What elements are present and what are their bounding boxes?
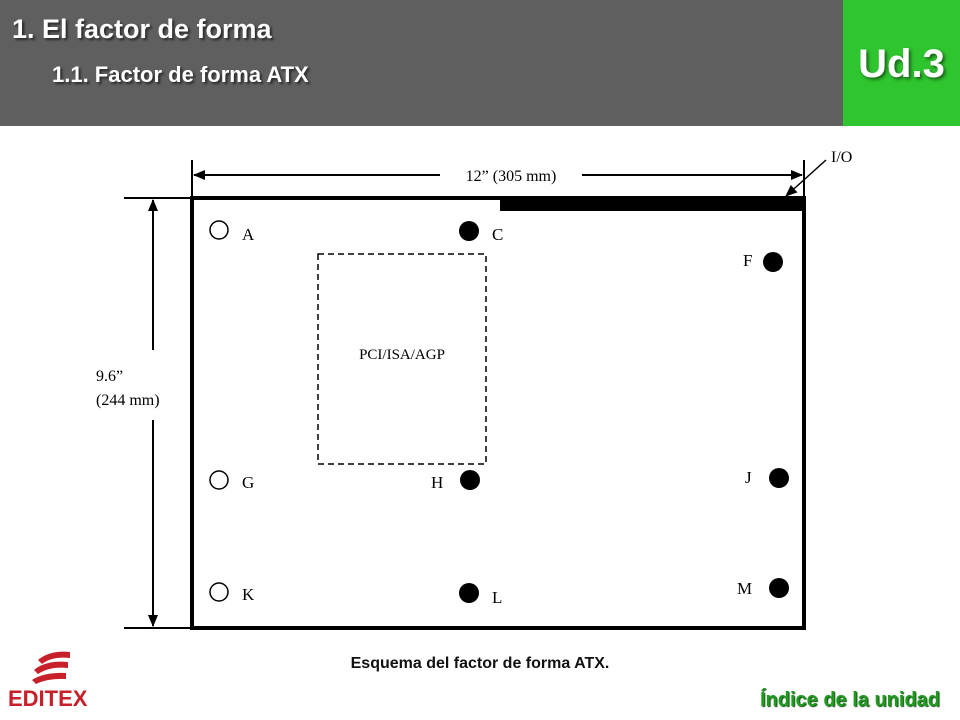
hole-label-m: M xyxy=(737,579,752,598)
hole-label-k: K xyxy=(242,585,255,604)
expansion-slot-label: PCI/ISA/AGP xyxy=(359,347,445,363)
hole-label-h: H xyxy=(431,473,443,492)
hole-label-c: C xyxy=(492,225,503,244)
width-label: 12” (305 mm) xyxy=(466,168,557,185)
mounting-hole-j xyxy=(769,468,789,488)
slide-subtitle: 1.1. Factor de forma ATX xyxy=(52,62,309,87)
atx-diagram: 12” (305 mm) I/O 9.6” (244 mm) PCI/ISA/A… xyxy=(96,149,852,630)
hole-label-j: J xyxy=(745,468,752,487)
slide-title: 1. El factor de forma xyxy=(12,14,272,44)
figure-caption: Esquema del factor de forma ATX. xyxy=(350,655,610,672)
board-outline xyxy=(190,196,806,630)
mounting-hole-g xyxy=(209,470,229,490)
height-label-line2: (244 mm) xyxy=(96,392,160,409)
hole-label-f: F xyxy=(743,251,752,270)
mounting-hole-a xyxy=(209,220,229,240)
height-label-line1: 9.6” xyxy=(96,368,123,385)
editex-logo-mark xyxy=(32,651,70,684)
unit-label: Ud.3 xyxy=(858,42,945,86)
editex-logo: EDITEX xyxy=(8,648,104,714)
hole-label-g: G xyxy=(242,473,254,492)
mounting-hole-f xyxy=(763,252,783,272)
unit-index-link[interactable]: Índice de la unidad xyxy=(759,689,940,711)
io-label: I/O xyxy=(831,149,852,166)
mounting-hole-k xyxy=(209,582,229,602)
editex-logo-text: EDITEX xyxy=(8,686,88,711)
hole-label-l: L xyxy=(492,588,502,607)
unit-badge: Ud.3 xyxy=(843,0,960,126)
slide-header: 1. El factor de forma 1.1. Factor de for… xyxy=(0,0,843,126)
expansion-slot-area xyxy=(317,253,487,465)
io-leader-line xyxy=(785,159,827,197)
hole-label-a: A xyxy=(242,225,255,244)
io-panel-bar xyxy=(500,198,804,211)
mounting-hole-c xyxy=(459,221,479,241)
mounting-hole-h xyxy=(460,470,480,490)
mounting-hole-m xyxy=(769,578,789,598)
mounting-hole-l xyxy=(459,583,479,603)
